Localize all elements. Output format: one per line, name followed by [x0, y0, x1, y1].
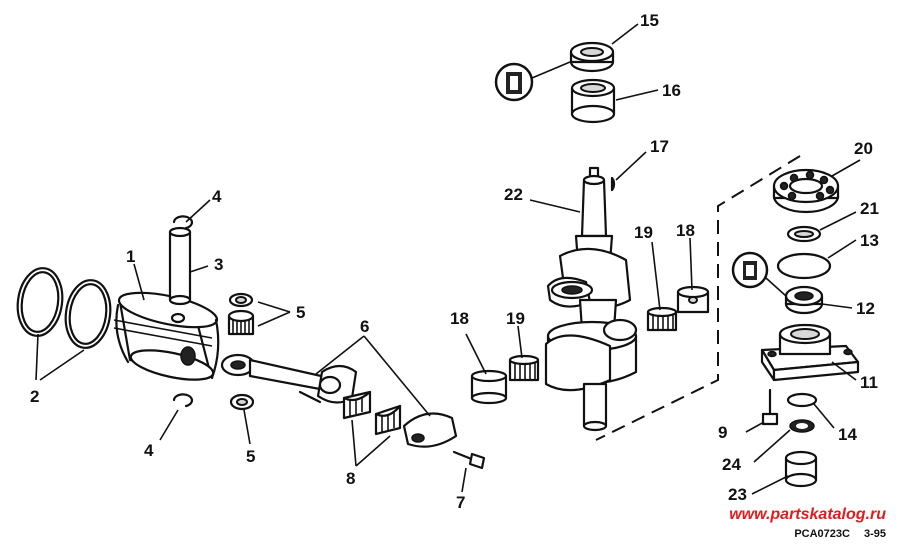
- callout-5-lower: 5: [246, 447, 255, 466]
- callout-18-right: 18: [676, 221, 695, 240]
- seal-sleeve[interactable]: [784, 450, 818, 488]
- ball-bearing[interactable]: [772, 168, 840, 214]
- thrust-washer-upper[interactable]: [228, 292, 254, 308]
- callout-5-upper: 5: [296, 303, 305, 322]
- main-bearing-half-left[interactable]: [470, 369, 508, 405]
- main-bearing-half-right[interactable]: [676, 285, 710, 314]
- thrust-washer-lower[interactable]: [229, 393, 255, 411]
- callout-12: 12: [856, 299, 875, 318]
- callout-labels: 1 2 3 4 4 5 5 6 7 8 9 11 12 13 14 15 16 …: [30, 11, 879, 512]
- rod-cap[interactable]: [402, 412, 458, 448]
- rod-bearing-left[interactable]: [342, 390, 372, 420]
- piston-ring-inner[interactable]: [61, 277, 114, 350]
- drawing-code: PCA0723C 3-95: [780, 528, 886, 540]
- callout-20: 20: [854, 139, 873, 158]
- upper-needle-bearing[interactable]: [570, 78, 616, 124]
- callout-7: 7: [456, 493, 465, 512]
- bearing-retaining-ring[interactable]: [786, 225, 822, 243]
- callout-8: 8: [346, 469, 355, 488]
- drawing-code-date: 3-95: [863, 528, 886, 540]
- callout-4-upper: 4: [212, 187, 222, 206]
- callout-16: 16: [662, 81, 681, 100]
- callout-3: 3: [214, 255, 223, 274]
- callout-15: 15: [640, 11, 659, 30]
- rod-bolt[interactable]: [452, 450, 486, 470]
- callout-23: 23: [728, 485, 747, 504]
- lubricant-icon-lower: [731, 251, 787, 297]
- piston-pin[interactable]: [168, 226, 192, 306]
- lower-bearing-housing[interactable]: [760, 323, 860, 382]
- o-ring-small[interactable]: [786, 392, 818, 408]
- retaining-ring-lower[interactable]: [172, 393, 194, 408]
- callout-21: 21: [860, 199, 879, 218]
- callout-24: 24: [722, 455, 741, 474]
- callout-4-lower: 4: [144, 441, 154, 460]
- connecting-rod[interactable]: [220, 353, 358, 404]
- woodruff-key[interactable]: [610, 176, 616, 192]
- lubricant-icon-upper: [494, 61, 571, 102]
- piston[interactable]: [113, 286, 220, 386]
- callout-2: 2: [30, 387, 39, 406]
- piston-ring-outer[interactable]: [13, 265, 66, 338]
- callout-14: 14: [838, 425, 857, 444]
- callout-6: 6: [360, 317, 369, 336]
- watermark-text: www.partskatalog.ru: [729, 506, 886, 523]
- o-ring-large[interactable]: [776, 252, 832, 280]
- lower-seal-ring[interactable]: [789, 419, 815, 433]
- leader-lines: [35, 23, 861, 495]
- main-bearing-cage-right[interactable]: [646, 306, 678, 332]
- crankshaft[interactable]: [544, 166, 638, 432]
- lower-oil-seal[interactable]: [784, 285, 824, 315]
- callout-22: 22: [504, 185, 523, 204]
- callout-18-left: 18: [450, 309, 469, 328]
- rod-bearing-right[interactable]: [374, 404, 402, 436]
- assembly-outline: [595, 155, 801, 441]
- drawing-code-id: PCA0723C: [794, 528, 850, 540]
- main-bearing-cage-left[interactable]: [508, 354, 540, 382]
- callout-13: 13: [860, 231, 879, 250]
- callout-11: 11: [860, 373, 878, 392]
- housing-screw[interactable]: [761, 388, 779, 426]
- callout-19-left: 19: [506, 309, 525, 328]
- callout-9: 9: [718, 423, 727, 442]
- retaining-ring-upper[interactable]: [172, 215, 194, 230]
- needle-bearing-upper[interactable]: [227, 309, 255, 336]
- callout-1: 1: [126, 247, 135, 266]
- callout-19-right: 19: [634, 223, 653, 242]
- upper-oil-seal[interactable]: [569, 41, 615, 73]
- callout-17: 17: [650, 137, 669, 156]
